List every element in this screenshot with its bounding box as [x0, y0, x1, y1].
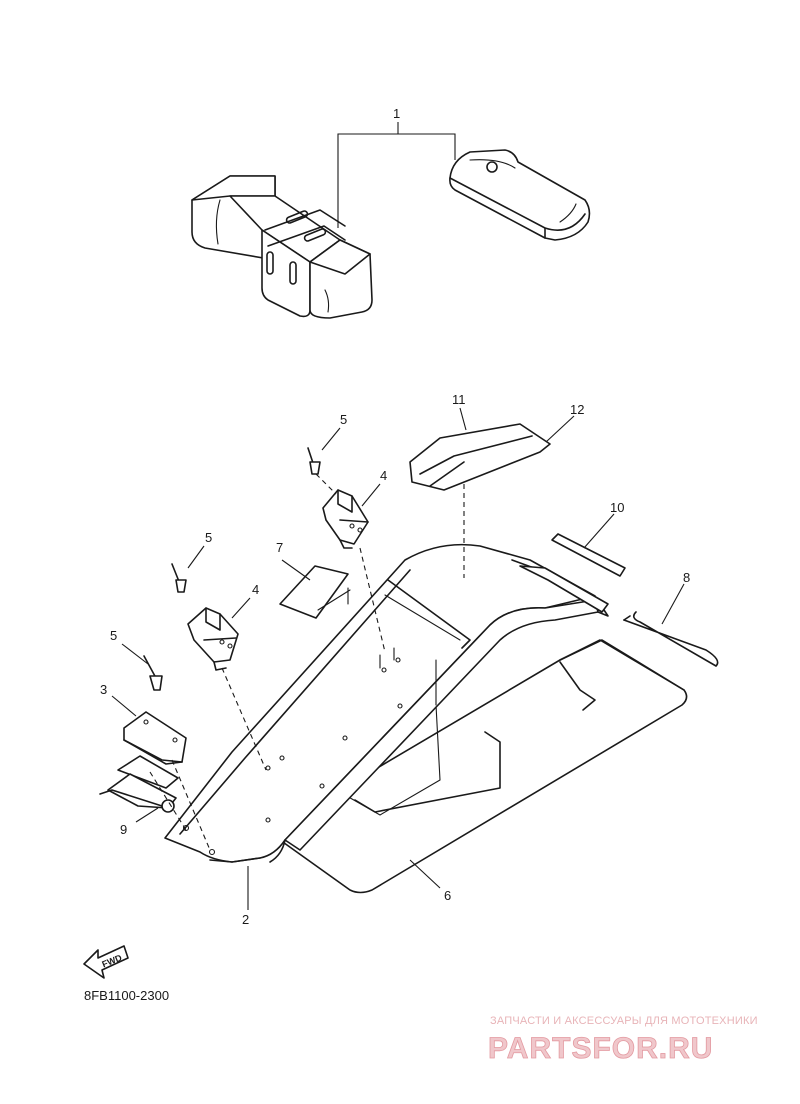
- callout-7: 7: [276, 540, 283, 555]
- tool-bag-group: [191, 133, 456, 319]
- callout-4-upper: 4: [380, 468, 387, 483]
- callout-4-middle: 4: [252, 582, 259, 597]
- watermark: ЗАПЧАСТИ И АКСЕССУАРЫ ДЛЯ МОТОТЕХНИКИ PA…: [488, 1015, 758, 1065]
- tool-pouch: [449, 149, 591, 241]
- callout-11: 11: [452, 392, 466, 407]
- callout-6: 6: [444, 888, 451, 903]
- callout-10: 10: [610, 500, 624, 515]
- pin-rivet: [99, 773, 177, 813]
- screw-upper: [307, 447, 321, 475]
- label-sticker: [279, 565, 351, 619]
- callout-5-upper: 5: [340, 412, 347, 427]
- callout-8: 8: [683, 570, 690, 585]
- part-code: 8FB1100-2300: [84, 988, 169, 1003]
- callout-3: 3: [100, 682, 107, 697]
- assembly-line: [149, 771, 187, 831]
- fwd-arrow-icon: FWD: [83, 945, 129, 979]
- clip-upper: [322, 489, 369, 549]
- callout-2: 2: [242, 912, 249, 927]
- watermark-logo: PARTSFOR.RU: [488, 1032, 713, 1065]
- watermark-tagline: ЗАПЧАСТИ И АКСЕССУАРЫ ДЛЯ МОТОТЕХНИКИ: [490, 1015, 758, 1027]
- callout-12: 12: [570, 402, 584, 417]
- callout-9: 9: [120, 822, 127, 837]
- leader-lines: [111, 122, 685, 910]
- sticker-11: [409, 423, 551, 491]
- wire-hook: [623, 611, 719, 667]
- callout-5-lower: 5: [110, 628, 117, 643]
- seat-bracket: [164, 543, 609, 863]
- screw-lower: [143, 655, 163, 691]
- assembly-line: [315, 473, 337, 495]
- screw-middle: [171, 563, 187, 593]
- assembly-line: [221, 667, 267, 771]
- callout-1: 1: [393, 106, 400, 121]
- callout-5-middle: 5: [205, 530, 212, 545]
- rear-fender: [279, 639, 688, 894]
- clip-middle: [187, 607, 239, 671]
- rod-10: [551, 533, 626, 577]
- assembly-line: [171, 759, 211, 851]
- clip-plate: [117, 711, 187, 789]
